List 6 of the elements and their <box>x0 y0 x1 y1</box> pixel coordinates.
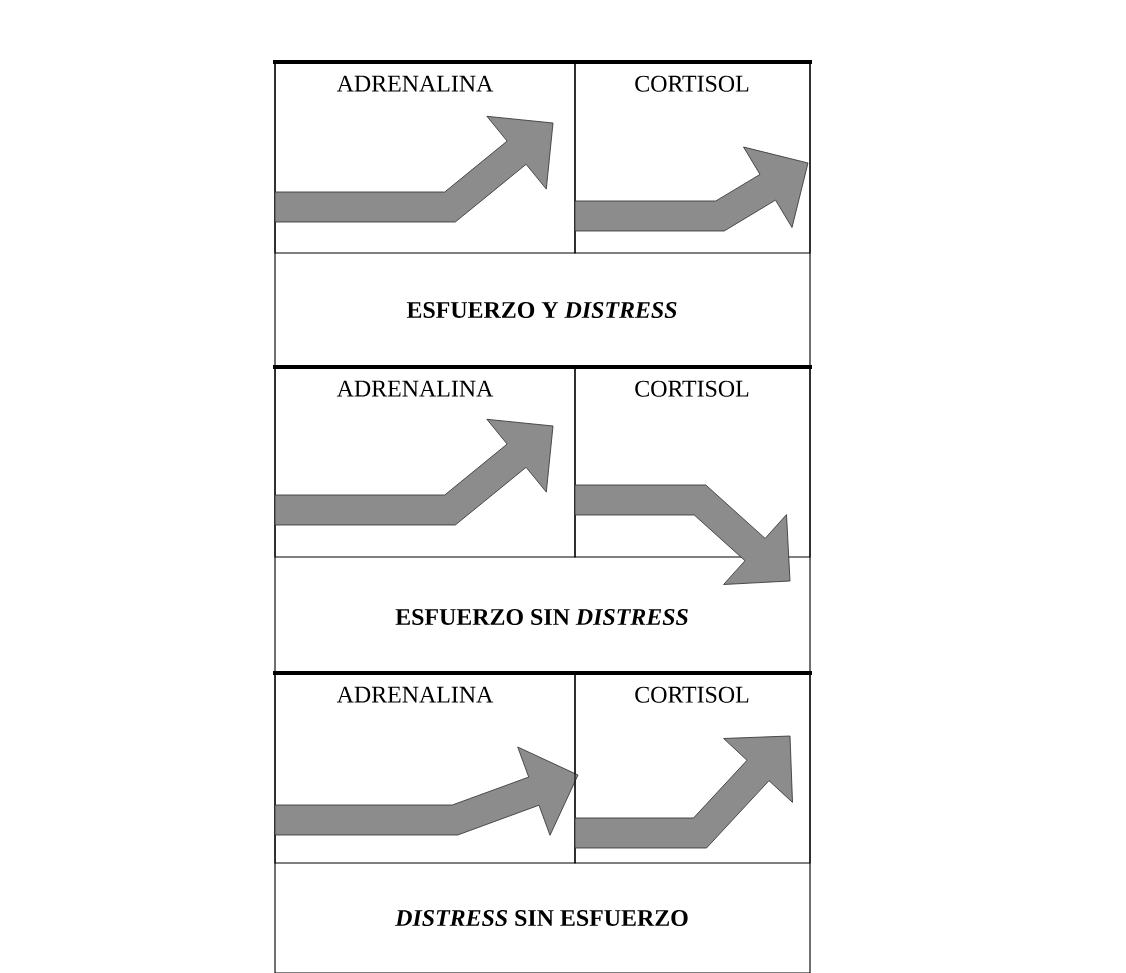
hormone-box: CORTISOL <box>574 61 811 254</box>
hormone-box: CORTISOL <box>574 366 811 558</box>
hormone-box: ADRENALINA <box>274 61 576 254</box>
hormone-box: CORTISOL <box>574 672 811 864</box>
hormone-box: ADRENALINA <box>274 672 576 864</box>
hormone-box: ADRENALINA <box>274 366 576 558</box>
